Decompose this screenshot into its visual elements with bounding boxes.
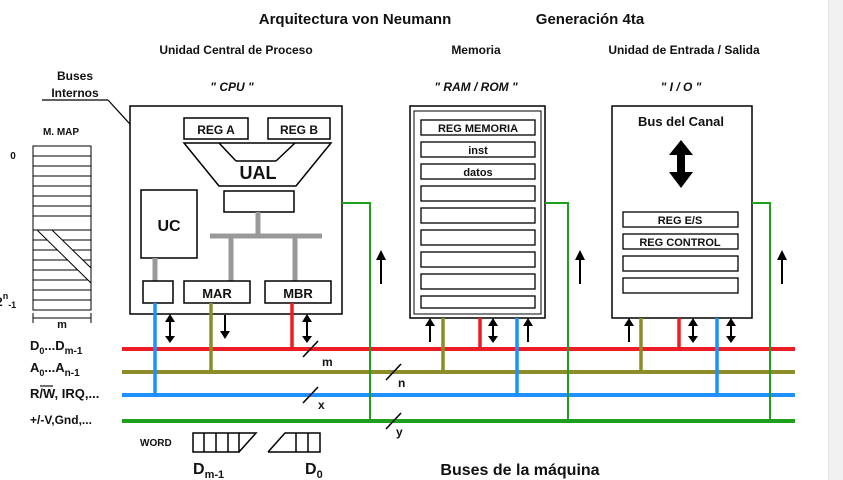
arrows [165, 250, 787, 343]
scrollbar[interactable] [828, 0, 843, 480]
internal-buses-label-2: Internos [51, 86, 99, 100]
inst-label: inst [468, 145, 488, 157]
word-dm-label: Dm-1 [193, 461, 224, 480]
memory-map [32, 145, 92, 311]
io-control-bidir-arrow-icon [726, 318, 736, 343]
cpu-address-down-arrow-icon [220, 315, 230, 339]
memory-cells [420, 119, 536, 309]
bus-canal-label: Bus del Canal [638, 114, 724, 129]
mar-box [183, 280, 251, 304]
cpu-power-up-arrow-icon [376, 250, 386, 284]
io-power-up-arrow-icon [777, 250, 787, 284]
bus-width-slashes [302, 340, 402, 430]
memory-label: " RAM / ROM " [434, 80, 518, 94]
memory-map-top: 2n-1 [0, 291, 16, 310]
generation-label: Generación 4ta [536, 11, 645, 28]
power-bus-label: +/-V,Gnd,... [30, 413, 92, 427]
cpu-header: Unidad Central de Proceso [159, 43, 312, 57]
word-bits [192, 432, 321, 453]
io-header: Unidad de Entrada / Salida [608, 43, 760, 57]
data-bus-width: m [322, 355, 333, 369]
reg-b-label: REG B [280, 123, 318, 137]
uc-label: UC [157, 218, 181, 235]
reg-memoria-label: REG MEMORIA [438, 123, 518, 135]
reg-b-box [267, 117, 331, 140]
word-d0-label: D0 [305, 461, 323, 480]
ual-output-register [223, 190, 295, 213]
cpu-data-bidir-arrow-icon [302, 314, 312, 343]
internal-bus [152, 212, 322, 281]
control-bus-label: R/W, IRQ,... [30, 386, 99, 401]
memory-header: Memoria [451, 43, 501, 57]
memory-map-zero: 0 [10, 151, 16, 162]
ual-funnel [182, 142, 333, 187]
ual-label: UAL [240, 163, 277, 183]
memory-control-up-arrow-icon [523, 318, 533, 342]
memory-map-width: m [57, 319, 67, 331]
power-bus-width: y [396, 425, 403, 439]
mbr-box [264, 280, 332, 304]
control-bus-width: x [318, 398, 325, 412]
internal-buses-label-1: Buses [57, 69, 93, 83]
bidirectional-arrow-icon [669, 140, 693, 188]
memory-bus-connectors [441, 202, 569, 421]
mbr-label: MBR [283, 286, 313, 301]
data-bus-label: D0...Dm-1 [30, 338, 83, 357]
uc-box [140, 189, 198, 259]
io-bus-connectors [639, 202, 771, 421]
cpu-small-register [142, 280, 174, 304]
reg-es-label: REG E/S [658, 215, 703, 227]
word-label: WORD [140, 438, 172, 449]
memory-map-title: M. MAP [43, 127, 79, 138]
datos-label: datos [463, 167, 492, 179]
address-bus-width: n [398, 376, 405, 390]
io-cells [622, 211, 739, 294]
reg-control-label: REG CONTROL [639, 237, 721, 249]
memory-power-up-arrow-icon [575, 250, 585, 284]
cpu-bus-connectors [153, 202, 371, 421]
diagram-title: Arquitectura von Neumann [259, 11, 452, 28]
io-address-up-arrow-icon [624, 318, 634, 342]
cpu-control-bidir-arrow-icon [165, 314, 175, 343]
memory-address-up-arrow-icon [425, 318, 435, 342]
memory-inner-box [413, 110, 542, 315]
memory-data-bidir-arrow-icon [488, 318, 498, 343]
mar-label: MAR [202, 286, 232, 301]
reg-a-box [183, 117, 249, 140]
machine-buses-label: Buses de la máquina [440, 462, 599, 479]
io-label: " I / O " [661, 80, 702, 94]
address-bus-label: A0...An-1 [30, 360, 80, 379]
io-data-bidir-arrow-icon [688, 318, 698, 343]
cpu-label: " CPU " [210, 80, 254, 94]
reg-a-label: REG A [197, 123, 235, 137]
